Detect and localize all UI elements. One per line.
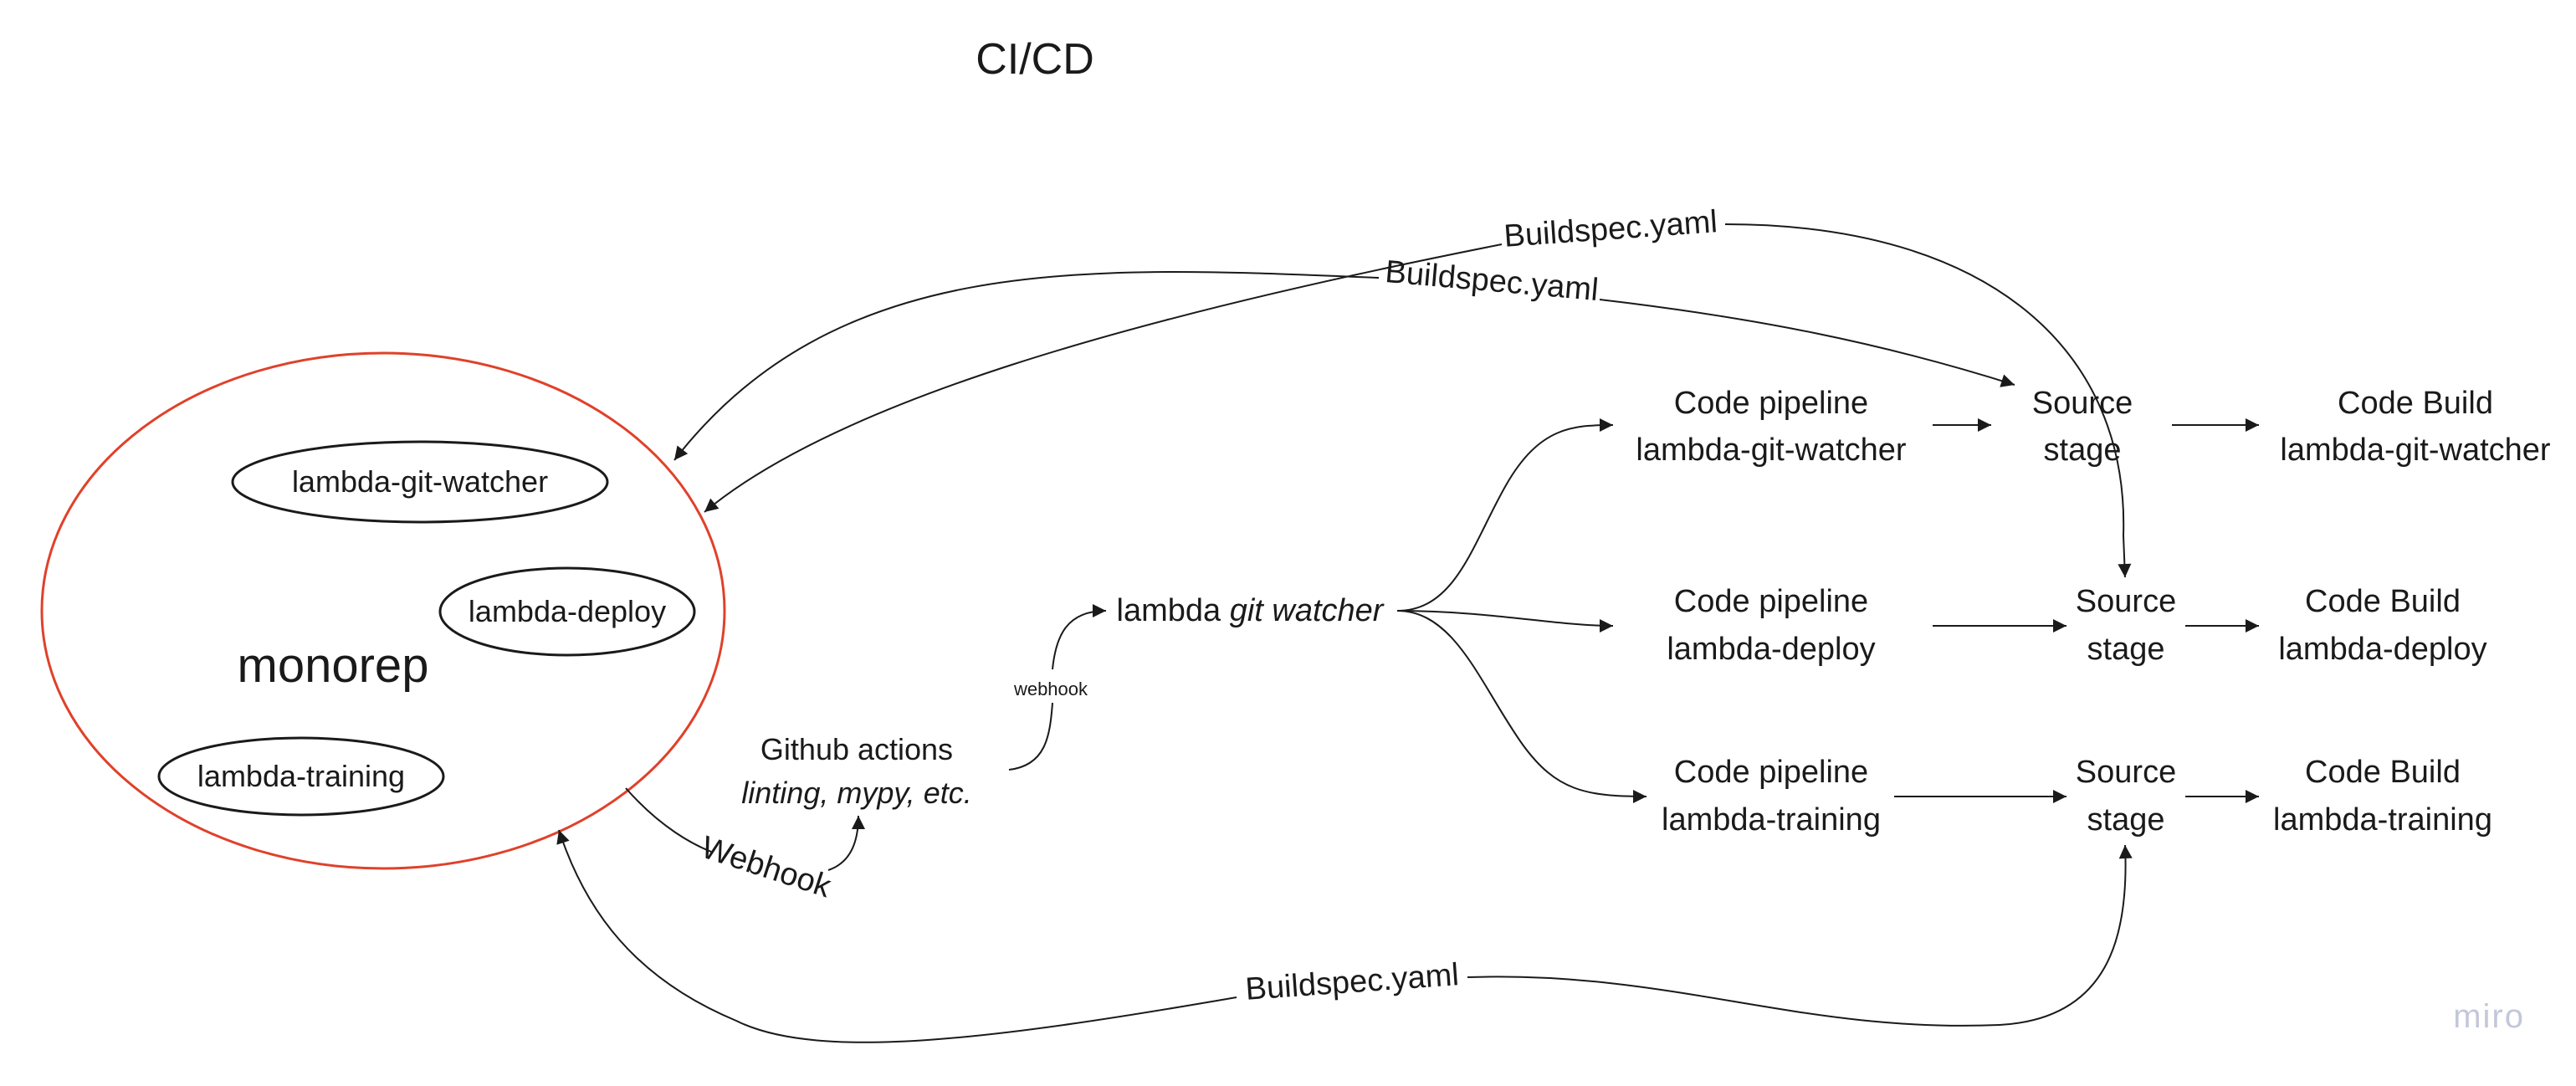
source-stage-sub: stage — [2087, 802, 2165, 838]
source-stage-git-watcher[interactable]: Source stage — [2032, 386, 2133, 468]
package-label: lambda-deploy — [469, 594, 666, 628]
code-build-name: lambda-training — [2273, 802, 2492, 838]
package-lambda-training[interactable]: lambda-training — [157, 736, 445, 817]
pipeline-lambda-training[interactable]: Code pipeline lambda-training — [1662, 755, 1881, 838]
connector-buildspec-top-to-source-deploy[interactable] — [1724, 223, 2132, 578]
source-stage-training[interactable]: Source stage — [2076, 755, 2176, 838]
webhook-small-edge-label: webhook — [1013, 679, 1088, 699]
connector-buildspec-mid-monorepo[interactable] — [673, 271, 1380, 461]
pipeline-title: Code pipeline — [1674, 755, 1868, 790]
code-build-title: Code Build — [2305, 584, 2461, 619]
package-label: lambda-training — [197, 759, 405, 793]
pipeline-title: Code pipeline — [1674, 584, 1868, 619]
connector-buildspec-bottom-to-source-training[interactable] — [1467, 844, 2133, 1027]
github-actions-title: Github actions — [761, 732, 953, 766]
monorepo-label: monorep — [238, 638, 429, 693]
code-build-name: lambda-deploy — [2278, 632, 2486, 667]
connector-buildspec-bottom-to-monorepo[interactable] — [556, 829, 1237, 1043]
monorepo-outline — [40, 351, 726, 870]
code-build-title: Code Build — [2338, 386, 2493, 421]
github-actions-subtitle: linting, mypy, etc. — [741, 776, 971, 810]
package-lambda-deploy[interactable]: lambda-deploy — [438, 566, 696, 657]
package-label: lambda-git-watcher — [292, 464, 548, 499]
connector-github-actions-to-git-watcher[interactable] — [1008, 611, 1106, 771]
pipeline-name: lambda-git-watcher — [1636, 433, 1906, 468]
pipeline-lambda-deploy[interactable]: Code pipeline lambda-deploy — [1667, 584, 1875, 667]
connector-git-watcher-to-pipeline-training[interactable] — [1396, 610, 1647, 803]
connector-git-watcher-to-pipeline-git-watcher[interactable] — [1396, 418, 1614, 612]
lambda-git-watcher-node[interactable]: lambda git watcher — [1117, 593, 1385, 628]
monorepo-node[interactable]: monorep lambda-git-watcher lambda-deploy… — [40, 351, 726, 870]
connector-git-watcher-to-pipeline-deploy[interactable] — [1396, 610, 1614, 633]
pipeline-name: lambda-deploy — [1667, 632, 1875, 667]
pipeline-name: lambda-training — [1662, 802, 1881, 838]
miro-watermark: miro — [2453, 998, 2525, 1035]
connector-monorepo-to-github-actions[interactable] — [625, 787, 858, 871]
source-stage-title: Source — [2032, 386, 2133, 421]
source-stage-sub: stage — [2044, 433, 2122, 468]
buildspec-bottom-edge-label: Buildspec.yaml — [1244, 957, 1460, 1007]
source-stage-title: Source — [2076, 755, 2176, 790]
buildspec-mid-edge-label: Buildspec.yaml — [1384, 254, 1600, 308]
connector-buildspec-mid-to-source-git-watcher[interactable] — [1599, 299, 2015, 387]
code-build-deploy[interactable]: Code Build lambda-deploy — [2278, 584, 2486, 667]
code-build-title: Code Build — [2305, 755, 2461, 790]
buildspec-top-edge-label: Buildspec.yaml — [1503, 204, 1718, 254]
diagram-title: CI/CD — [976, 35, 1094, 84]
github-actions-node[interactable]: Github actions linting, mypy, etc. — [741, 732, 971, 810]
webhook-edge-label: Webhook — [697, 830, 836, 905]
connector-buildspec-top-to-monorepo[interactable] — [704, 243, 1503, 513]
pipeline-title: Code pipeline — [1674, 386, 1868, 421]
source-stage-title: Source — [2076, 584, 2176, 619]
code-build-training[interactable]: Code Build lambda-training — [2273, 755, 2492, 838]
code-build-git-watcher[interactable]: Code Build lambda-git-watcher — [2280, 386, 2550, 468]
package-lambda-git-watcher[interactable]: lambda-git-watcher — [231, 440, 609, 524]
code-build-name: lambda-git-watcher — [2280, 433, 2550, 468]
source-stage-sub: stage — [2087, 632, 2165, 667]
git-watcher-label: lambda git watcher — [1117, 593, 1385, 628]
pipeline-lambda-git-watcher[interactable]: Code pipeline lambda-git-watcher — [1636, 386, 1906, 468]
source-stage-deploy[interactable]: Source stage — [2076, 584, 2176, 667]
